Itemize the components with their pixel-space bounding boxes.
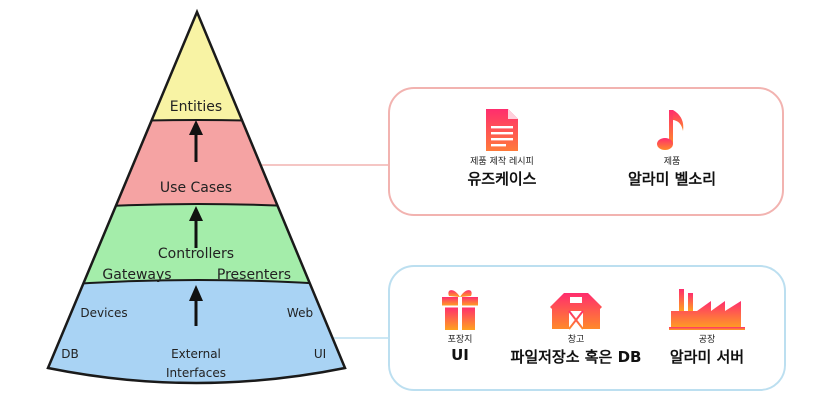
label-web: Web <box>287 306 313 320</box>
packaging-item: 포장지 UI <box>420 287 500 364</box>
packaging-title: UI <box>451 346 469 364</box>
label-controllers: Controllers <box>158 246 234 262</box>
warehouse-item: 창고 파일저장소 혹은 DB <box>506 287 646 367</box>
label-entities: Entities <box>170 99 222 115</box>
cone-outline <box>46 8 347 385</box>
recipe-title: 유즈케이스 <box>467 170 537 188</box>
label-presenters: Presenters <box>217 267 291 283</box>
factory-item: 공장 알라미 서버 <box>652 287 762 367</box>
recipe-caption: 제품 제작 레시피 <box>470 157 534 167</box>
label-gateways: Gateways <box>102 267 171 283</box>
barn-icon <box>550 293 602 330</box>
label-use-cases: Use Cases <box>160 180 232 196</box>
use-case-analogy-box: 제품 제작 레시피 유즈케이스 제품 알라미 벨소리 <box>388 87 784 216</box>
label-interfaces: Interfaces <box>166 366 226 380</box>
factory-icon <box>669 289 745 330</box>
factory-title: 알라미 서버 <box>669 348 745 366</box>
factory-caption: 공장 <box>698 335 716 345</box>
warehouse-title: 파일저장소 혹은 DB <box>510 348 642 366</box>
external-analogy-box: 포장지 UI 창고 파일저장소 혹은 DB <box>388 265 786 391</box>
product-caption: 제품 <box>663 157 681 167</box>
product-item: 제품 알라미 벨소리 <box>612 107 732 189</box>
label-ui: UI <box>314 347 326 361</box>
label-db: DB <box>61 347 78 361</box>
label-external: External <box>171 347 221 361</box>
recipe-item: 제품 제작 레시피 유즈케이스 <box>448 107 556 189</box>
product-title: 알라미 벨소리 <box>627 170 717 188</box>
warehouse-caption: 창고 <box>567 335 585 345</box>
arrow-icon <box>189 120 203 326</box>
packaging-caption: 포장지 <box>447 335 473 345</box>
music-note-icon <box>657 110 684 150</box>
label-devices: Devices <box>80 306 127 320</box>
document-icon <box>486 109 518 151</box>
gift-icon <box>442 290 478 330</box>
